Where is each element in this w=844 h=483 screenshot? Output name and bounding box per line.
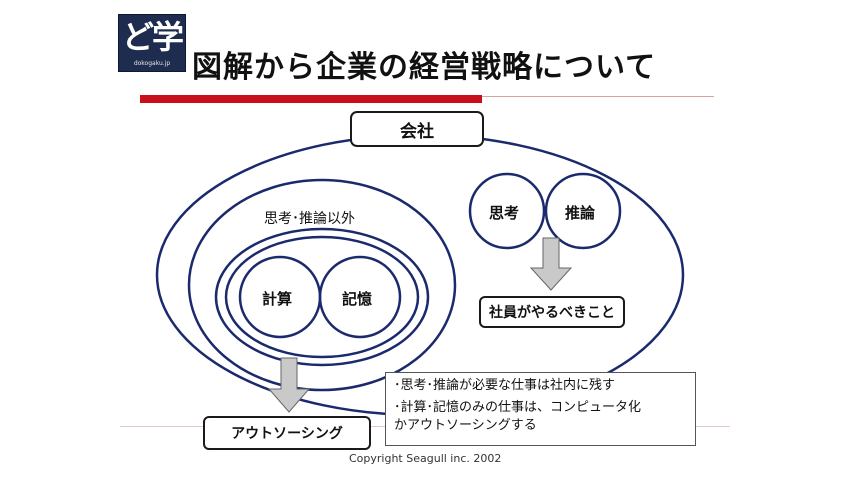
title-underline-bar (140, 95, 482, 103)
company-box: 会社 (350, 111, 484, 147)
down-arrow-to-employee-tasks (529, 237, 573, 291)
non-thinking-label: 思考･推論以外 (264, 211, 355, 227)
outsourcing-label: アウトソーシング (231, 426, 343, 442)
note-line-3: かアウトソーシングする (394, 418, 537, 433)
calc-memory-inner-ring (224, 235, 420, 359)
reasoning-label: 推論 (565, 204, 596, 222)
logo-mark: ど学 (121, 18, 184, 56)
non-thinking-ellipse (187, 178, 457, 392)
down-arrow-to-outsourcing (267, 357, 311, 413)
memory-label: 記憶 (342, 290, 373, 308)
logo-caption: dokogaku.jp (133, 60, 171, 67)
employee-task-label: 社員がやるべきこと (489, 305, 615, 321)
thinking-circle (468, 172, 546, 250)
calc-memory-outer-ring (214, 227, 430, 367)
copyright-text: Copyright Seagull inc. 2002 (349, 452, 502, 465)
reasoning-circle (544, 172, 622, 250)
thinking-label: 思考 (489, 204, 520, 222)
employee-task-box: 社員がやるべきこと (479, 296, 625, 328)
title-underline-rule (482, 96, 714, 97)
slide-title: 図解から企業の経営戦略について (192, 50, 657, 85)
company-label: 会社 (400, 121, 434, 142)
logo: ど学 dokogaku.jp (118, 14, 186, 72)
note-line-2: ･計算･記憶のみの仕事は、コンピュータ化 (394, 400, 642, 415)
summary-note: ･思考･推論が必要な仕事は社内に残す ･計算･記憶のみの仕事は、コンピュータ化 … (385, 372, 696, 446)
calc-label: 計算 (262, 290, 293, 308)
note-line-1: ･思考･推論が必要な仕事は社内に残す (394, 378, 616, 393)
outsourcing-box: アウトソーシング (203, 416, 371, 450)
memory-circle (318, 255, 402, 339)
